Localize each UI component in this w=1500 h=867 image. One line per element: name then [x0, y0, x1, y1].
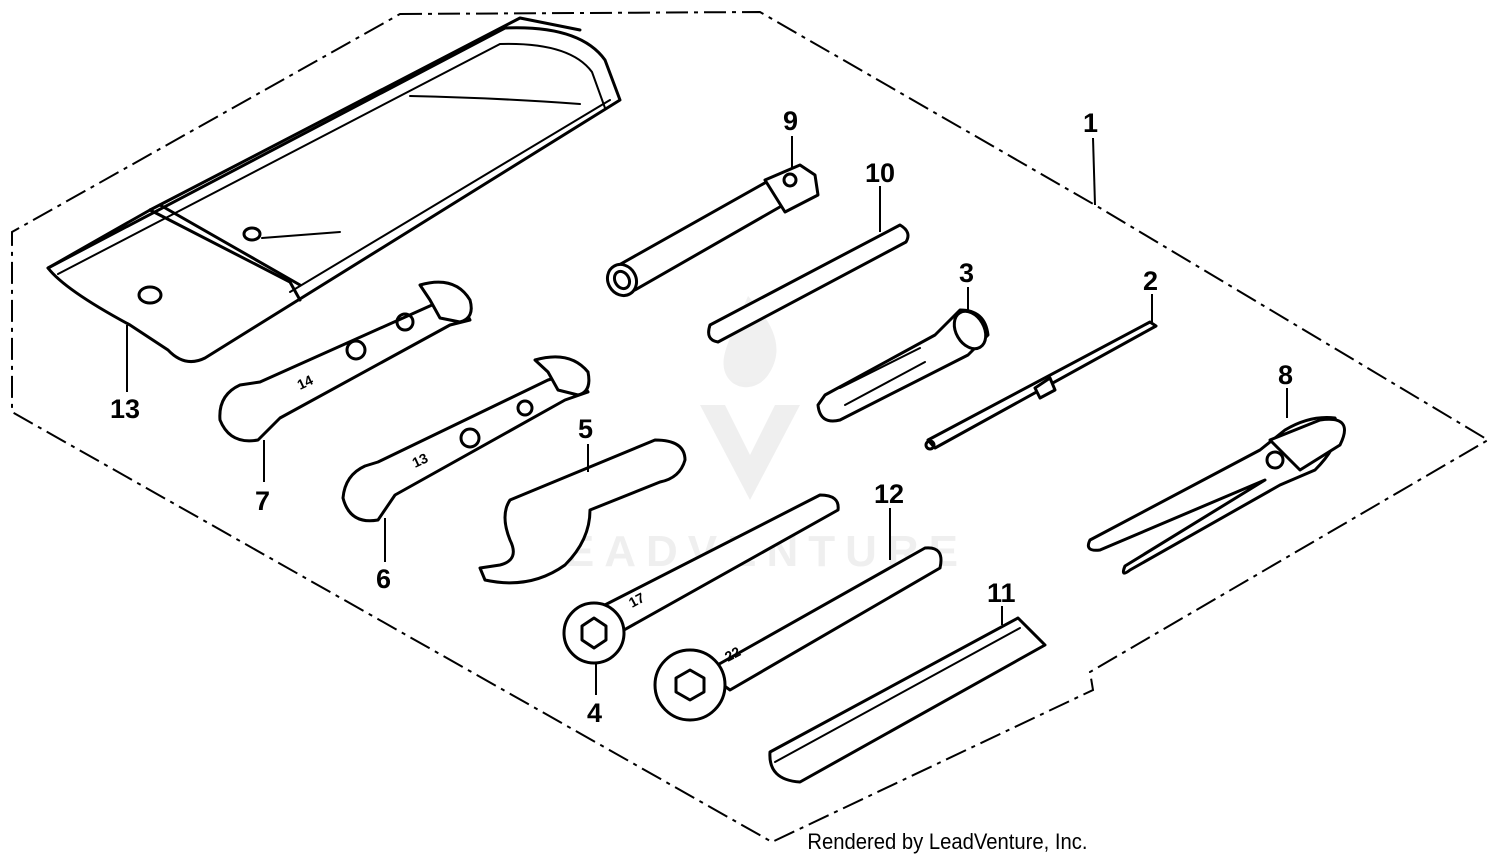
- callout-group-6: 6: [376, 518, 391, 594]
- wrench-size-mark: 22: [722, 643, 743, 665]
- callout-group-11: 11: [987, 578, 1016, 625]
- wrench-size-mark: 14: [295, 372, 316, 393]
- callout-group-9: 9: [783, 106, 798, 168]
- callout-label: 7: [255, 486, 270, 516]
- screwdriver-grip: [816, 308, 990, 423]
- callout-group-10: 10: [865, 158, 895, 232]
- callout-group-13: 13: [110, 325, 140, 424]
- callout-group-2: 2: [1143, 266, 1158, 322]
- callout-label: 6: [376, 564, 391, 594]
- callout-label: 11: [987, 578, 1016, 608]
- callout-group-8: 8: [1278, 360, 1293, 418]
- callout-group-3: 3: [959, 258, 974, 312]
- callout-group-12: 12: [874, 479, 904, 560]
- callout-group-5: 5: [578, 414, 593, 472]
- screwdriver: [924, 320, 1158, 451]
- spark-plug-socket: [605, 163, 820, 298]
- callout-label: 9: [783, 106, 798, 136]
- callout-label: 4: [587, 698, 602, 728]
- render-credit: Rendered by LeadVenture, Inc.: [807, 829, 1088, 854]
- callout-group-4: 4: [587, 662, 602, 728]
- open-end-wrench-13mm: 13: [341, 355, 591, 523]
- wrench-size-mark: 17: [626, 589, 647, 611]
- callout-label: 3: [959, 258, 974, 288]
- callout-group-7: 7: [255, 440, 270, 516]
- callout-group-1: 1: [1083, 108, 1098, 206]
- tool-bag: [46, 16, 622, 364]
- callout-label: 1: [1083, 108, 1098, 138]
- callout-label: 8: [1278, 360, 1293, 390]
- callout-label: 2: [1143, 266, 1158, 296]
- callout-label: 10: [865, 158, 895, 188]
- handle-bar: [768, 616, 1047, 784]
- pliers: [1086, 416, 1346, 575]
- wrench-size-mark: 13: [410, 450, 431, 471]
- box-wrench-22mm: 22: [653, 546, 943, 722]
- callout-label: 12: [874, 479, 904, 509]
- tommy-bar: [707, 223, 910, 344]
- box-wrench-17mm: 17: [562, 493, 840, 665]
- callout-label: 13: [110, 394, 140, 424]
- callout-label: 5: [578, 414, 593, 444]
- pin-spanner: [478, 438, 687, 585]
- open-end-wrench-14mm: 14: [218, 280, 473, 443]
- kit-boundary: [11, 10, 1490, 844]
